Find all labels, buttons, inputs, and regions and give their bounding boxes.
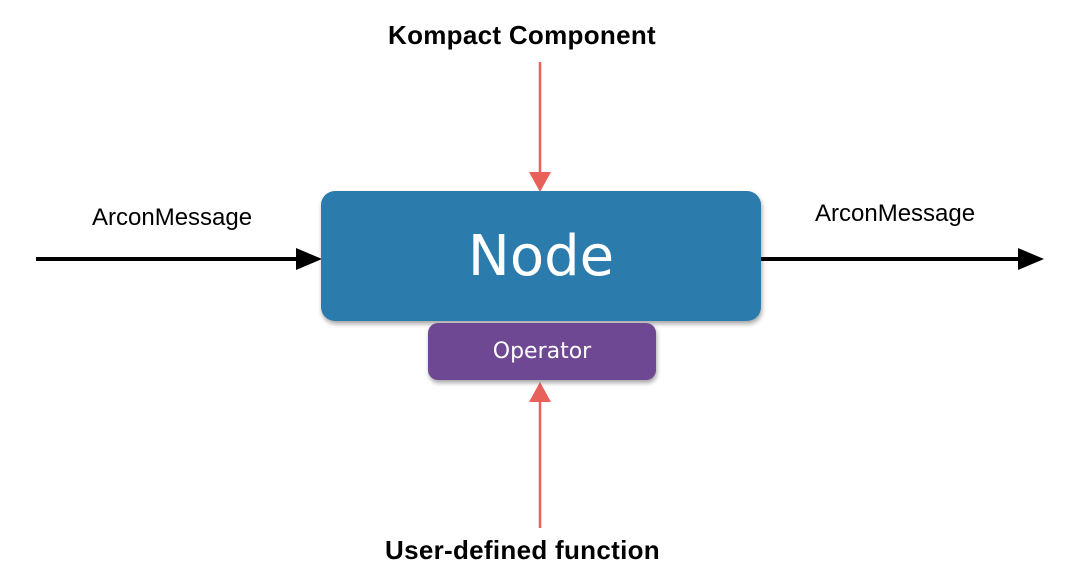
node-label: Node [467,223,615,289]
node-box: Node [321,191,761,321]
input-message-label: ArconMessage [92,204,253,231]
kompact-component-label: Kompact Component [388,20,656,50]
component-arrow [529,62,551,192]
operator-box: Operator [428,323,656,380]
operator-label: Operator [492,339,592,364]
user-defined-function-label: User-defined function [385,535,660,565]
output-message-label: ArconMessage [815,200,976,227]
udf-arrow [529,382,551,528]
output-arrow [761,248,1044,270]
input-arrow [36,248,322,270]
